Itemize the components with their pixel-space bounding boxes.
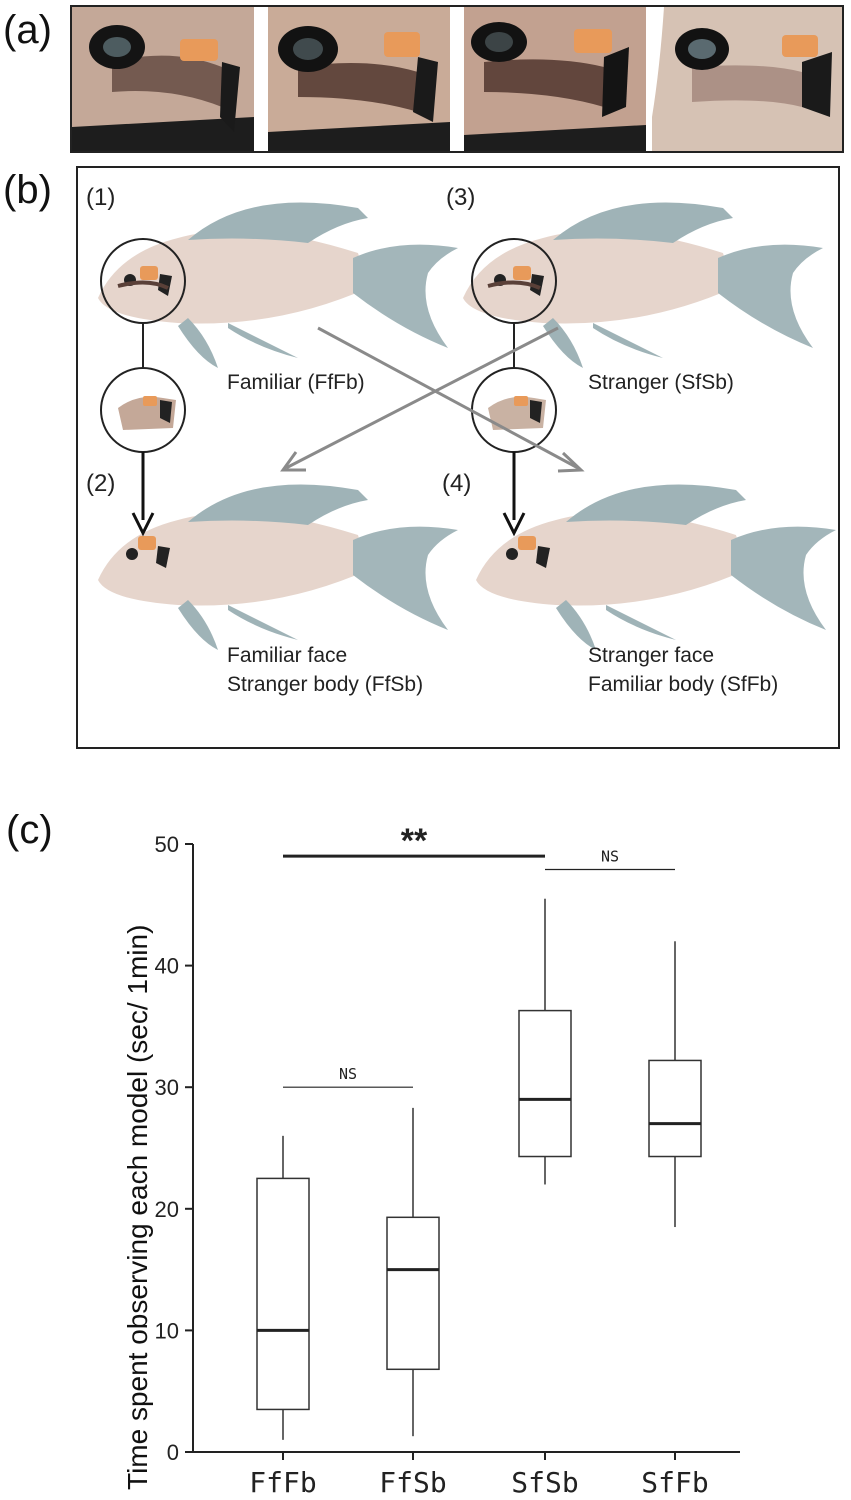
- caption-stranger: Stranger (SfSb): [588, 371, 734, 394]
- model-diagram-graphic: [98, 202, 836, 650]
- model-diagram: (1) (2) (3) (4) Familiar (FfFb) Stranger…: [76, 166, 840, 749]
- box: [518, 1009, 572, 1158]
- face-photo-3: [464, 7, 646, 151]
- panel-label-c: (c): [6, 808, 53, 852]
- caption-sffb-2: Familiar body (SfFb): [588, 673, 779, 696]
- x-tick-label: SfFb: [641, 1466, 708, 1499]
- ns-label: NS: [339, 1065, 357, 1083]
- significance-label: **: [401, 822, 428, 860]
- caption-familiar: Familiar (FfFb): [227, 371, 365, 394]
- box: [386, 1216, 440, 1371]
- marker-1: (1): [86, 184, 116, 211]
- panel-label-a: (a): [3, 8, 52, 52]
- y-tick-label: 10: [155, 1318, 179, 1343]
- x-tick-label: FfSb: [379, 1466, 446, 1499]
- ns-label: NS: [601, 848, 619, 866]
- caption-ffsb-1: Familiar face: [227, 644, 348, 667]
- face-photo-2: [268, 7, 450, 151]
- y-tick-label: 30: [155, 1075, 179, 1100]
- caption-ffsb-2: Stranger body (FfSb): [227, 673, 424, 696]
- face-photo-1: [72, 7, 254, 151]
- y-tick-label: 20: [155, 1197, 179, 1222]
- face-photo-strip: [70, 5, 844, 153]
- marker-4: (4): [442, 470, 472, 497]
- caption-sffb-1: Stranger face: [588, 644, 715, 667]
- marker-3: (3): [446, 184, 476, 211]
- marker-2: (2): [86, 470, 116, 497]
- box: [648, 1059, 702, 1158]
- x-tick-label: SfSb: [511, 1466, 578, 1499]
- x-tick-label: FfFb: [249, 1466, 316, 1499]
- panel-label-b: (b): [3, 168, 52, 212]
- face-photo-4: [652, 7, 842, 151]
- y-tick-label: 0: [167, 1440, 179, 1465]
- y-tick-label: 40: [155, 954, 179, 979]
- y-tick-label: 50: [155, 832, 179, 857]
- box: [256, 1177, 310, 1411]
